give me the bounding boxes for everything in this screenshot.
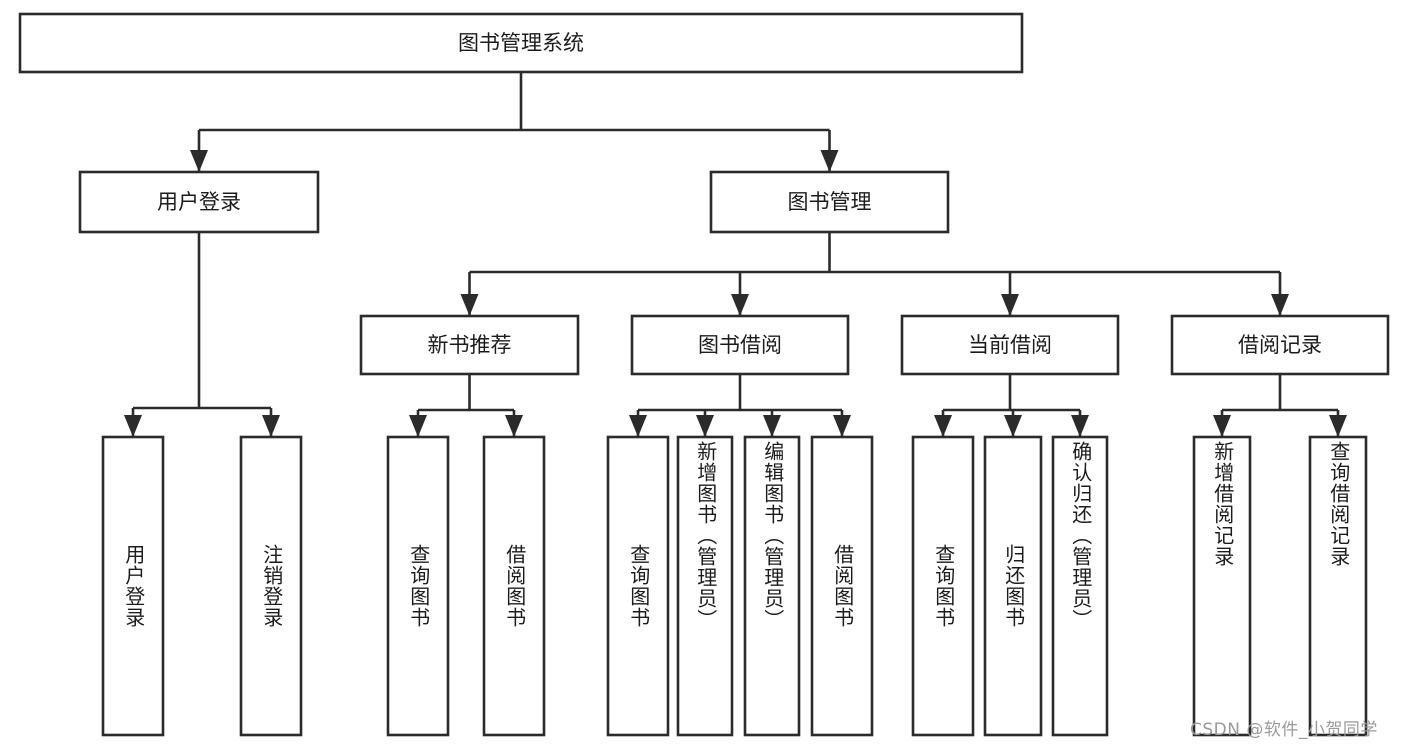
connector-layer bbox=[124, 72, 1347, 437]
node-box-leaf-user-login[interactable] bbox=[101, 435, 165, 737]
arrow-head-icon-leaf-borrow-borrow-book bbox=[833, 415, 851, 437]
node-root[interactable]: 图书管理系统 bbox=[18, 12, 1024, 74]
arrow-head-icon-leaf-cur-query-book bbox=[934, 415, 952, 437]
node-leaf-user-login[interactable] bbox=[101, 435, 165, 737]
arrow-head-icon-leaf-user-logout bbox=[262, 415, 280, 437]
node-box-root[interactable] bbox=[18, 12, 1024, 74]
node-leaf-rec-query-book[interactable] bbox=[386, 435, 450, 737]
node-leaf-cur-confirm-return[interactable] bbox=[1051, 435, 1109, 737]
node-box-borrow-record[interactable] bbox=[1170, 314, 1390, 376]
arrow-head-icon-leaf-borrow-query-book bbox=[629, 415, 647, 437]
node-leaf-borrow-add-book[interactable] bbox=[676, 435, 734, 737]
arrow-head-icon-book-borrow bbox=[731, 294, 749, 316]
node-box-leaf-borrow-borrow-book[interactable] bbox=[810, 435, 874, 737]
node-box-leaf-cur-return-book[interactable] bbox=[983, 435, 1043, 737]
node-box-new-book-recommend[interactable] bbox=[359, 314, 580, 376]
node-new-book-recommend[interactable]: 新书推荐 bbox=[359, 314, 580, 376]
node-book-manage[interactable]: 图书管理 bbox=[709, 170, 950, 234]
node-leaf-rec-query-record[interactable] bbox=[1308, 435, 1368, 737]
node-box-leaf-borrow-query-book[interactable] bbox=[606, 435, 670, 737]
csdn-watermark: CSDN @软件_小贺同学 bbox=[1190, 720, 1378, 740]
node-label-borrow-record: 借阅记录 bbox=[1238, 333, 1322, 357]
node-leaf-borrow-edit-book[interactable] bbox=[743, 435, 801, 737]
node-box-leaf-rec-add-record[interactable] bbox=[1192, 435, 1252, 737]
arrow-head-icon-leaf-cur-return-book bbox=[1004, 415, 1022, 437]
arrow-head-icon-user-login bbox=[190, 150, 208, 172]
node-box-book-borrow[interactable] bbox=[630, 314, 850, 376]
node-leaf-rec-borrow-book[interactable] bbox=[482, 435, 546, 737]
node-box-current-borrow[interactable] bbox=[900, 314, 1120, 376]
arrow-head-icon-leaf-borrow-add-book bbox=[696, 415, 714, 437]
node-leaf-cur-return-book[interactable] bbox=[983, 435, 1043, 737]
node-box-book-manage[interactable] bbox=[709, 170, 950, 234]
node-box-leaf-rec-query-record[interactable] bbox=[1308, 435, 1368, 737]
node-leaf-cur-query-book[interactable] bbox=[911, 435, 975, 737]
node-label-root: 图书管理系统 bbox=[458, 31, 584, 55]
node-box-leaf-cur-confirm-return[interactable] bbox=[1051, 435, 1109, 737]
node-leaf-rec-add-record[interactable] bbox=[1192, 435, 1252, 737]
node-box-leaf-borrow-edit-book[interactable] bbox=[743, 435, 801, 737]
arrow-head-icon-leaf-cur-confirm-return bbox=[1071, 415, 1089, 437]
node-box-leaf-rec-borrow-book[interactable] bbox=[482, 435, 546, 737]
arrow-head-icon-leaf-rec-borrow-book bbox=[505, 415, 523, 437]
arrow-head-icon-borrow-record bbox=[1271, 294, 1289, 316]
node-user-login[interactable]: 用户登录 bbox=[78, 170, 320, 234]
arrow-head-icon-leaf-user-login bbox=[124, 415, 142, 437]
node-leaf-borrow-borrow-book[interactable] bbox=[810, 435, 874, 737]
node-book-borrow[interactable]: 图书借阅 bbox=[630, 314, 850, 376]
arrow-head-icon-leaf-rec-query-book bbox=[409, 415, 427, 437]
arrow-head-icon-leaf-borrow-edit-book bbox=[763, 415, 781, 437]
node-box-leaf-user-logout[interactable] bbox=[239, 435, 303, 737]
node-leaf-borrow-query-book[interactable] bbox=[606, 435, 670, 737]
arrow-head-icon-new-book-recommend bbox=[460, 294, 479, 316]
node-box-user-login[interactable] bbox=[78, 170, 320, 234]
node-label-new-book-recommend: 新书推荐 bbox=[428, 333, 512, 357]
node-box-leaf-borrow-add-book[interactable] bbox=[676, 435, 734, 737]
node-box-leaf-cur-query-book[interactable] bbox=[911, 435, 975, 737]
arrow-head-icon-leaf-rec-add-record bbox=[1213, 415, 1231, 437]
arrow-head-icon-book-manage bbox=[820, 150, 839, 172]
node-label-current-borrow: 当前借阅 bbox=[968, 333, 1052, 357]
arrow-head-icon-current-borrow bbox=[1001, 294, 1019, 316]
node-current-borrow[interactable]: 当前借阅 bbox=[900, 314, 1120, 376]
node-leaf-user-logout[interactable] bbox=[239, 435, 303, 737]
node-label-book-borrow: 图书借阅 bbox=[698, 333, 782, 357]
arrow-head-icon-leaf-rec-query-record bbox=[1329, 415, 1347, 437]
node-box-leaf-rec-query-book[interactable] bbox=[386, 435, 450, 737]
node-borrow-record[interactable]: 借阅记录 bbox=[1170, 314, 1390, 376]
node-label-book-manage: 图书管理 bbox=[788, 190, 872, 214]
node-label-user-login: 用户登录 bbox=[157, 190, 241, 214]
